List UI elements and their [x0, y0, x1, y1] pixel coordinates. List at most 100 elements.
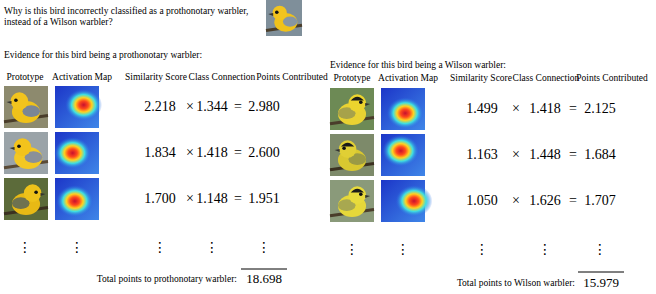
bird-beak: [335, 149, 340, 152]
score-value: 1.707: [584, 193, 616, 209]
activation-map: [55, 178, 99, 220]
ellipsis: ⋮: [475, 242, 489, 258]
section-heading: Evidence for this bird being a Wilson wa…: [330, 60, 506, 71]
total-label: Total points to Wilson warbler:: [457, 278, 575, 289]
operator: ×: [186, 99, 194, 115]
activation-map: [55, 86, 102, 128]
photo-background: [4, 86, 48, 128]
map-background: [381, 88, 425, 130]
bird-eye: [14, 98, 18, 102]
map-hotspot: [382, 135, 419, 167]
bird-beak: [365, 195, 370, 198]
ellipsis: ⋮: [538, 242, 552, 258]
ellipsis: ⋮: [205, 240, 219, 256]
ellipsis: ⋮: [18, 240, 32, 256]
bird-cap: [341, 143, 354, 147]
bird-eye: [342, 146, 346, 150]
score-value: 1.344: [196, 99, 228, 115]
bird-eye: [275, 10, 279, 14]
column-header: Prototype: [334, 73, 371, 84]
bird-head: [272, 6, 286, 20]
operator: =: [569, 193, 577, 209]
column-header: Class Connection: [189, 72, 256, 83]
photo-background: [330, 180, 374, 222]
column-header: Prototype: [7, 72, 44, 83]
operator: =: [569, 101, 577, 117]
bird-head: [339, 140, 357, 158]
ellipsis: ⋮: [257, 240, 271, 256]
bird-beak: [365, 103, 370, 106]
bird-head: [24, 184, 42, 202]
score-value: 2.980: [248, 99, 280, 115]
bird-eye: [359, 100, 363, 104]
score-value: 1.684: [584, 147, 616, 163]
score-value: 1.418: [529, 101, 561, 117]
bird-photo: [4, 178, 48, 220]
score-value: 1.448: [529, 147, 561, 163]
operator: =: [569, 147, 577, 163]
bird-photo: [4, 132, 48, 174]
bird-head: [348, 94, 366, 112]
bird-cap: [351, 189, 364, 193]
section-heading: Evidence for this bird being a prothonot…: [4, 50, 202, 61]
operator: ×: [186, 191, 194, 207]
map-background: [381, 134, 425, 176]
photo-background: [266, 0, 302, 36]
map-background: [55, 132, 99, 174]
score-value: 1.626: [529, 193, 561, 209]
bird-beak: [10, 147, 15, 150]
sum-rule: [578, 272, 624, 273]
score-value: 1.834: [144, 145, 176, 161]
photo-background: [4, 132, 48, 174]
map-hotspot: [65, 89, 102, 121]
bird-photo: [330, 134, 374, 176]
activation-map: [381, 88, 425, 130]
score-value: 2.125: [584, 101, 616, 117]
score-value: 2.218: [144, 99, 176, 115]
column-header: Similarity Score: [450, 73, 512, 84]
score-value: 2.600: [248, 145, 280, 161]
map-hotspot: [54, 137, 91, 169]
operator: ×: [512, 147, 520, 163]
bird-beak: [268, 13, 273, 16]
bird-head: [14, 138, 32, 156]
bird-photo: [4, 86, 48, 128]
ellipsis: ⋮: [396, 242, 410, 258]
column-header: Activation Map: [52, 72, 112, 83]
total-value: 18.698: [246, 272, 282, 287]
map-hotspot: [387, 97, 424, 129]
score-value: 1.499: [466, 101, 498, 117]
bird-photo: [330, 180, 374, 222]
activation-map: [381, 134, 425, 176]
photo-background: [4, 178, 48, 220]
bird-eye: [17, 144, 21, 148]
bird-eye: [34, 190, 38, 194]
bird-wing: [283, 17, 297, 27]
map-hotspot: [56, 185, 93, 217]
column-header: Similarity Score: [125, 72, 187, 83]
column-header: Points Contributed: [256, 72, 328, 83]
total-value: 15.979: [583, 276, 619, 291]
bird-beak: [41, 193, 46, 196]
operator: =: [234, 191, 242, 207]
photo-background: [330, 88, 374, 130]
operator: ×: [186, 145, 194, 161]
bird-cap: [351, 97, 364, 101]
column-header: Activation Map: [378, 73, 438, 84]
activation-map: [381, 180, 432, 222]
bird-head: [348, 186, 366, 204]
column-header: Class Connection: [513, 73, 580, 84]
bird-head: [11, 92, 29, 110]
score-value: 1.163: [466, 147, 498, 163]
photo-background: [330, 134, 374, 176]
activation-map: [54, 132, 99, 174]
operator: =: [234, 145, 242, 161]
score-value: 1.148: [196, 191, 228, 207]
ellipsis: ⋮: [593, 242, 607, 258]
column-header: Points Contributed: [576, 73, 648, 84]
sum-rule: [241, 269, 287, 270]
ellipsis: ⋮: [345, 242, 359, 258]
bird-eye: [359, 192, 363, 196]
bird-photo: [330, 88, 374, 130]
operator: ×: [512, 101, 520, 117]
